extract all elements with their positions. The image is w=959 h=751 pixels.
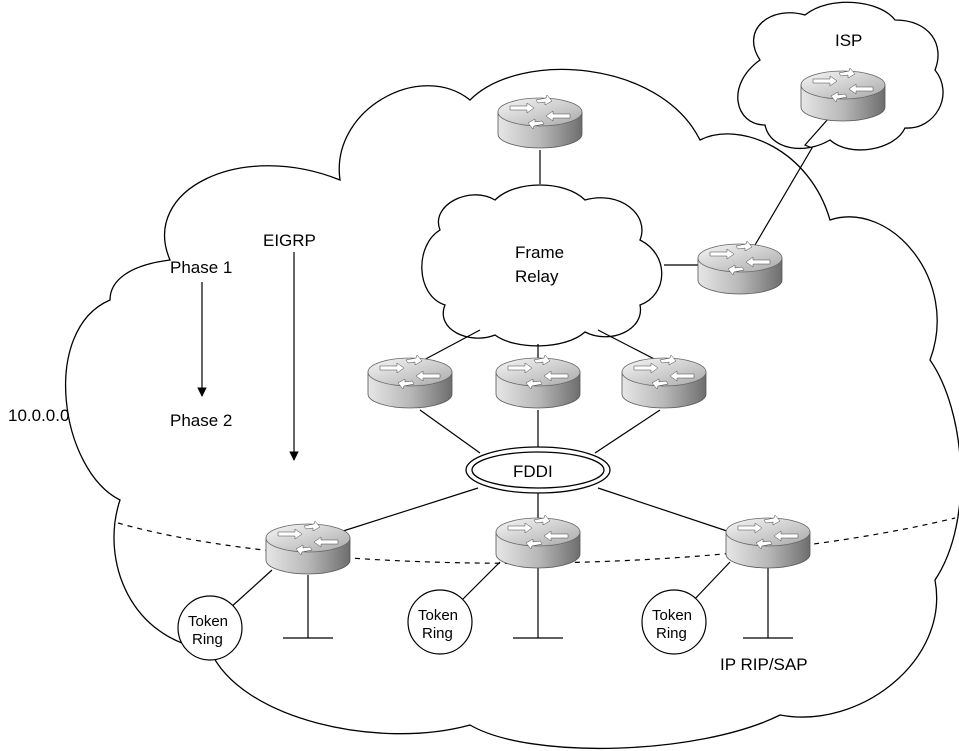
token-ring-icon [641,589,707,655]
frame-relay-label: Frame [515,243,564,262]
router-icon [621,354,707,409]
token-ring-label: Token [188,613,228,630]
links [229,109,837,639]
token-ring-icon [407,589,473,655]
token-ring-label: Ring [422,625,453,642]
token-ring-label: Ring [192,631,223,648]
router-icon [697,240,783,295]
router-icon [495,354,581,409]
isp-label: ISP [835,31,862,50]
router-icon [497,94,583,149]
token-ring-icon [177,595,243,661]
ip-rip-sap-label: IP RIP/SAP [720,655,808,674]
token-ring-label: Token [418,607,458,624]
fddi-ring-icon [465,446,611,494]
phase2-label: Phase 2 [170,411,232,430]
phase1-label: Phase 1 [170,258,232,277]
frame-relay-cloud [421,184,663,347]
router-icon [367,354,453,409]
eigrp-label: EIGRP [263,231,316,250]
router-icon [725,514,811,569]
token-ring-label: Token [652,607,692,624]
frame-relay-label: Relay [515,267,559,286]
network-label: 10.0.0.0 [8,406,69,425]
fddi-label: FDDI [513,462,553,481]
token-ring-label: Ring [656,625,687,642]
router-icon [800,67,886,122]
router-icon [495,514,581,569]
router-icon [265,520,351,575]
